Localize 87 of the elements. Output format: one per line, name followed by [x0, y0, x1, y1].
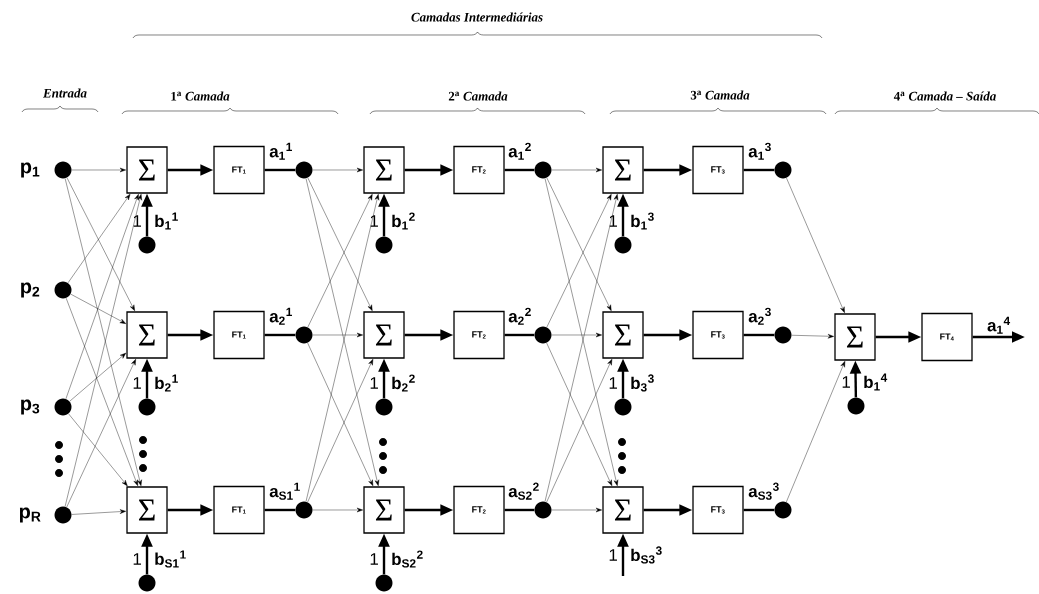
transfer-function-box: FT$_{1}$: [213, 485, 265, 535]
node-label: b$_{1}$3: [631, 212, 654, 230]
node-label: b$_{1}$1: [155, 212, 178, 230]
node-label: b$_{3}$3: [631, 374, 654, 392]
node-label: b$_{2}$2: [392, 374, 415, 392]
arrow: [546, 194, 612, 328]
node-label: p$_{1}$: [21, 162, 40, 178]
arrow: [66, 359, 136, 508]
arrow: [307, 194, 373, 328]
arrow: [786, 177, 845, 313]
node-label: 1: [609, 377, 617, 389]
node-label: b$_{1}$4: [864, 373, 888, 391]
arrow: [68, 413, 128, 487]
arrow: [67, 193, 131, 284]
arrow: [551, 167, 602, 173]
summation-box: Σ: [834, 313, 876, 361]
node-label: a$_{2}$1: [269, 307, 292, 325]
transfer-function-box: FT$_{3}$: [692, 310, 744, 360]
arrow: [71, 509, 126, 515]
transfer-function-box: FT$_{1}$: [213, 145, 265, 195]
node-label: 1: [370, 215, 378, 227]
node-label: a$_{S2}$2: [508, 482, 539, 500]
summation-box: Σ: [126, 311, 168, 359]
layer-label: Camadas Intermediárias: [411, 12, 543, 22]
summation-box: Σ: [363, 486, 405, 534]
arrow: [307, 359, 374, 503]
edge-label: a$_{1}$4: [987, 316, 1011, 334]
arrow: [65, 297, 138, 486]
node-label: a$_{2}$3: [748, 307, 771, 325]
arrow: [551, 332, 602, 338]
transfer-function-box: FT$_{3}$: [692, 485, 744, 535]
summation-box: Σ: [602, 486, 644, 534]
node-label: b$_{S3}$3: [631, 546, 662, 564]
arrow: [312, 167, 363, 173]
arrow: [546, 359, 613, 503]
node-label: 1: [133, 553, 141, 565]
node-label: b$_{S2}$2: [392, 550, 423, 568]
summation-box: Σ: [126, 146, 168, 194]
node-label: 1: [370, 377, 378, 389]
node-label: 1: [609, 215, 617, 227]
node-label: a$_{1}$2: [508, 142, 531, 160]
node-label: 1: [609, 549, 617, 561]
arrow: [546, 342, 613, 486]
node-label: p$_{R}$: [19, 507, 41, 523]
transfer-function-box: FT$_{3}$: [692, 145, 744, 195]
arrow: [546, 177, 612, 311]
node-label: a$_{1}$1: [269, 142, 292, 160]
layer-label: Entrada: [42, 88, 87, 98]
node-label: 1: [133, 377, 141, 389]
node-label: a$_{S3}$3: [748, 482, 779, 500]
node-label: a$_{2}$2: [508, 307, 531, 325]
node-label: 1: [133, 215, 141, 227]
arrow: [786, 361, 846, 503]
transfer-function-box: FT$_{2}$: [453, 310, 505, 360]
transfer-function-box: FT$_{2}$: [453, 485, 505, 535]
summation-box: Σ: [363, 311, 405, 359]
transfer-function-box: FT$_{1}$: [213, 310, 265, 360]
arrow: [791, 334, 834, 339]
summation-box: Σ: [126, 486, 168, 534]
node-label: 1: [842, 376, 850, 388]
node-label: p$_{3}$: [21, 399, 40, 415]
arrow: [551, 507, 602, 513]
arrow: [71, 167, 126, 173]
node-label: b$_{2}$1: [155, 374, 178, 392]
arrow: [307, 342, 374, 486]
arrow: [70, 293, 127, 324]
node-label: a$_{S1}$1: [269, 482, 300, 500]
node-label: b$_{S1}$1: [155, 550, 186, 568]
layer-label: 4$^{a}$ Camada – Saída: [893, 91, 996, 101]
node-label: a$_{1}$3: [748, 142, 771, 160]
arrow: [312, 507, 363, 513]
arrow: [69, 352, 127, 402]
transfer-function-box: FT$_{4}$: [921, 312, 973, 362]
transfer-function-box: FT$_{2}$: [453, 145, 505, 195]
arrow: [312, 332, 363, 338]
summation-box: Σ: [602, 311, 644, 359]
summation-box: Σ: [602, 146, 644, 194]
summation-box: Σ: [363, 146, 405, 194]
layer-label: 2$^{a}$ Camada: [448, 91, 508, 101]
arrow: [65, 194, 139, 399]
layer-label: 3$^{a}$ Camada: [690, 90, 750, 100]
layer-label: 1$^{a}$ Camada: [171, 91, 230, 101]
node-label: p$_{2}$: [21, 282, 40, 298]
node-label: b$_{1}$2: [392, 212, 415, 230]
arrow: [66, 177, 135, 311]
arrow: [307, 177, 373, 311]
node-label: 1: [370, 553, 378, 565]
